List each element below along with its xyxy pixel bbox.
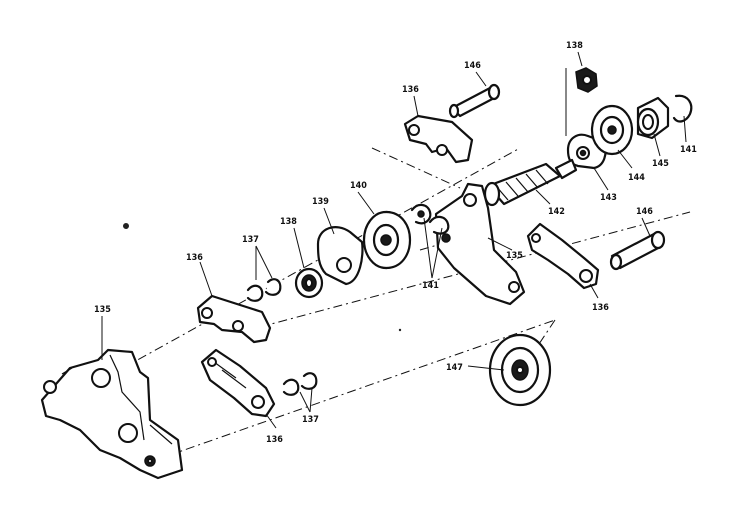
callout-137-top: 137 — [242, 235, 259, 245]
callouts: 135 135 136 136 136 136 137 137 138 138 … — [94, 41, 697, 445]
shaft-pin-top — [448, 83, 501, 119]
washer-left — [294, 267, 324, 299]
callout-135-left: 135 — [94, 305, 111, 315]
callout-137-bottom: 137 — [302, 415, 319, 425]
pulley-roller — [488, 333, 552, 407]
callout-144: 144 — [628, 173, 645, 183]
lever-left — [196, 294, 272, 344]
callout-136-left: 136 — [186, 253, 203, 263]
callout-145: 145 — [652, 159, 669, 169]
shaft-pin-right — [609, 230, 666, 271]
large-gear — [362, 210, 412, 270]
bell-crank-lever-top — [403, 114, 474, 164]
callout-138-top: 138 — [566, 41, 583, 51]
e-clips-bottom — [282, 372, 318, 396]
side-plate-bracket-left — [40, 348, 184, 480]
e-clips-top — [246, 278, 282, 302]
callout-146-top: 146 — [464, 61, 481, 71]
callout-140: 140 — [350, 181, 367, 191]
hex-nut-top — [575, 67, 598, 93]
mounting-plate-right — [434, 182, 526, 306]
callout-141-right: 141 — [680, 145, 697, 155]
bushing — [636, 96, 670, 140]
callout-136-bottom: 136 — [266, 435, 283, 445]
callout-147: 147 — [446, 363, 463, 373]
gear-disc — [590, 104, 634, 156]
callout-139: 139 — [312, 197, 329, 207]
lever-right — [526, 222, 600, 290]
scan-specks — [123, 223, 402, 332]
e-clip-right — [672, 94, 693, 123]
leader-lines — [101, 51, 687, 429]
link-arm-bottom — [200, 348, 276, 418]
threaded-shaft — [483, 158, 578, 207]
small-clips-141 — [410, 203, 450, 235]
callout-135-right: 135 — [506, 251, 523, 261]
callout-141-bottom: 141 — [422, 281, 439, 291]
cam-disc — [316, 226, 364, 286]
callout-136-top: 136 — [402, 85, 419, 95]
callout-138-left: 138 — [280, 217, 297, 227]
callout-143: 143 — [600, 193, 617, 203]
callout-146-right: 146 — [636, 207, 653, 217]
callout-142: 142 — [548, 207, 565, 217]
callout-136-right: 136 — [592, 303, 609, 313]
